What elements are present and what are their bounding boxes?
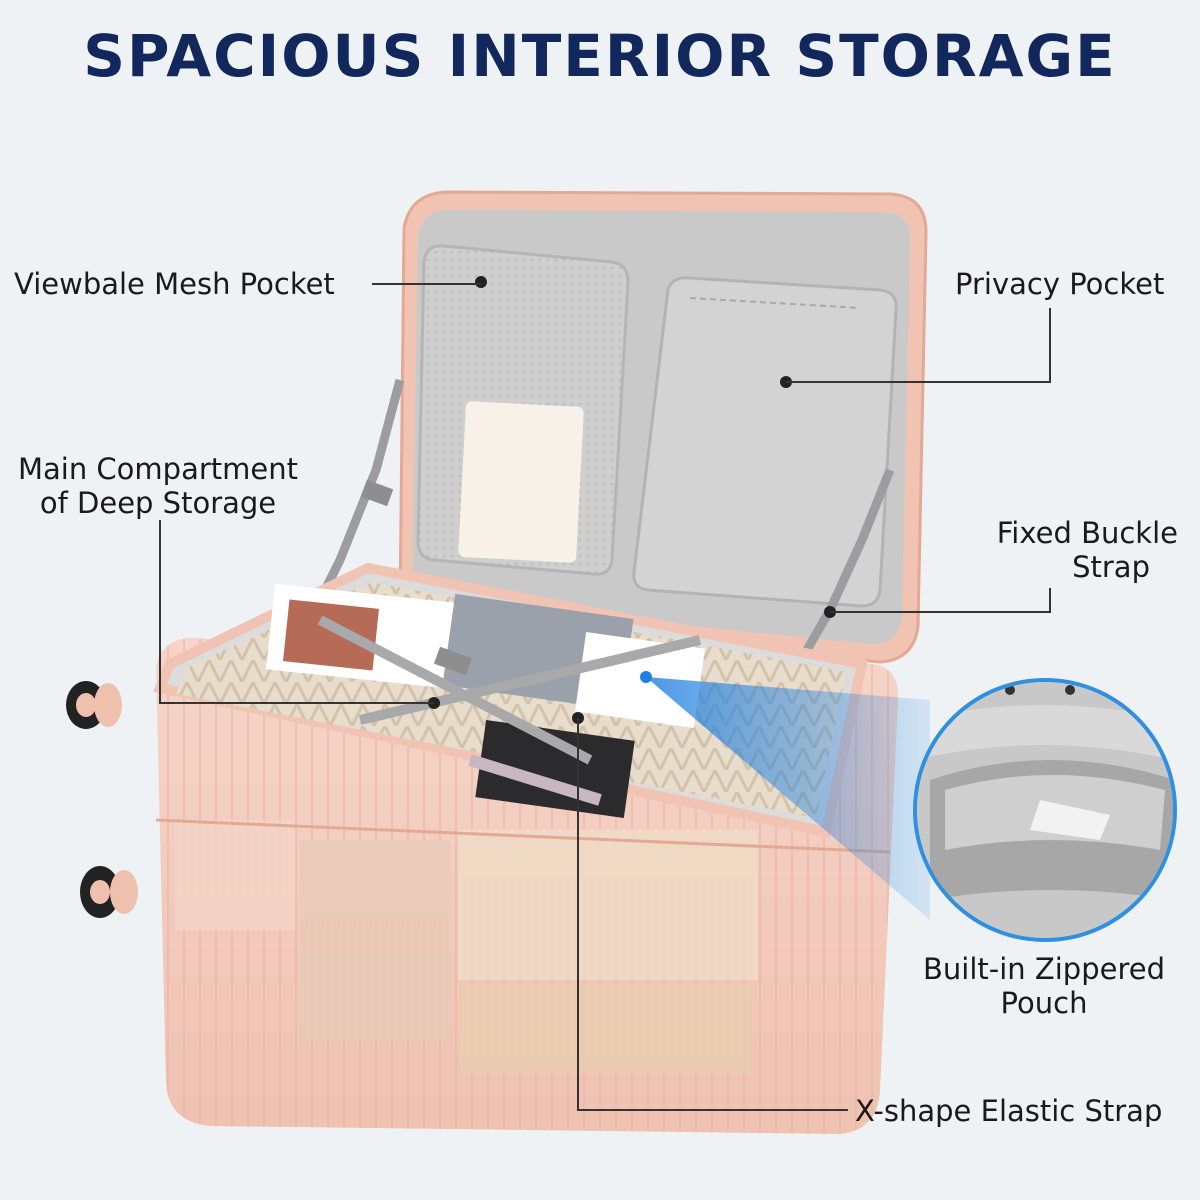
label-zippered-pouch-line1: Built-in Zippered — [923, 952, 1165, 986]
label-main-compartment: Main Compartment of Deep Storage — [12, 452, 304, 520]
label-buckle-strap-line2: Strap — [1072, 550, 1150, 584]
leader-lines — [159, 283, 1051, 1111]
label-buckle-strap-line1: Fixed Buckle — [996, 516, 1178, 550]
label-privacy-pocket: Privacy Pocket — [955, 267, 1165, 301]
main-compartment — [153, 562, 868, 838]
label-buckle-strap: Fixed Buckle Strap — [960, 516, 1178, 584]
zoom-beam — [646, 677, 930, 920]
label-x-strap: X-shape Elastic Strap — [855, 1094, 1163, 1128]
page-title: SPACIOUS INTERIOR STORAGE — [83, 22, 1117, 90]
label-mesh-pocket: Viewbale Mesh Pocket — [14, 267, 335, 301]
mesh-pocket — [416, 244, 630, 576]
privacy-pocket — [632, 276, 898, 608]
label-zippered-pouch: Built-in Zippered Pouch — [916, 952, 1172, 1020]
zippered-pouch-zoom — [913, 678, 1177, 942]
label-main-compartment-line1: Main Compartment — [17, 452, 298, 486]
label-main-compartment-line2: of Deep Storage — [39, 486, 277, 520]
label-zippered-pouch-line2: Pouch — [1000, 986, 1088, 1020]
wheels — [66, 681, 138, 918]
